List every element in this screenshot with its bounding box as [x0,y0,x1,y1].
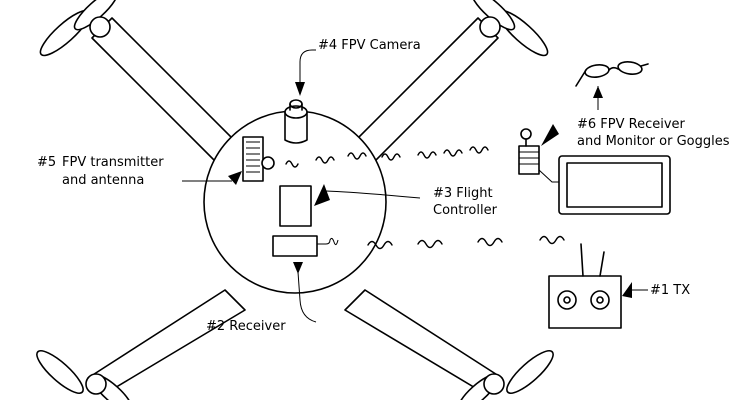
flight-controller-leader [314,184,421,206]
fpv-camera [284,99,308,144]
fpv-monitor [558,155,671,215]
camera-leader [295,49,316,96]
propeller-top-right [470,0,549,57]
control-signal-waves [367,235,565,250]
radio-transmitter [548,243,622,329]
propeller-bottom-left [36,350,133,400]
fpv-receiver-label-line2: and Monitor or Goggles [577,134,730,149]
flight-controller-label-line2: Controller [433,203,498,218]
fpv-goggles-icon [575,61,649,87]
goggles-leader [593,86,603,110]
receiver-label: #2 Receiver [206,319,286,334]
flight-controller [279,185,312,227]
tx-label: #1 TX [650,283,690,298]
fpv-transmitter [242,136,275,182]
propeller-top-left [39,0,119,57]
fpv-receiver-leader [541,124,559,146]
fpv-video-receiver [518,128,562,183]
camera-label: #4 FPV Camera [318,38,421,53]
flight-controller-label-line1: #3 Flight [433,186,493,201]
transmitter-label-line1: FPV transmitter [62,155,164,170]
tx-leader [622,282,648,298]
fpv-receiver-label-line1: #6 FPV Receiver [577,117,686,132]
receiver-leader [293,262,317,323]
rc-receiver [272,235,339,257]
video-signal-waves [285,146,489,168]
transmitter-number: #5 [37,155,56,170]
propeller-bottom-right [457,350,554,400]
transmitter-leader [182,171,242,185]
transmitter-label-line2: and antenna [62,173,144,188]
